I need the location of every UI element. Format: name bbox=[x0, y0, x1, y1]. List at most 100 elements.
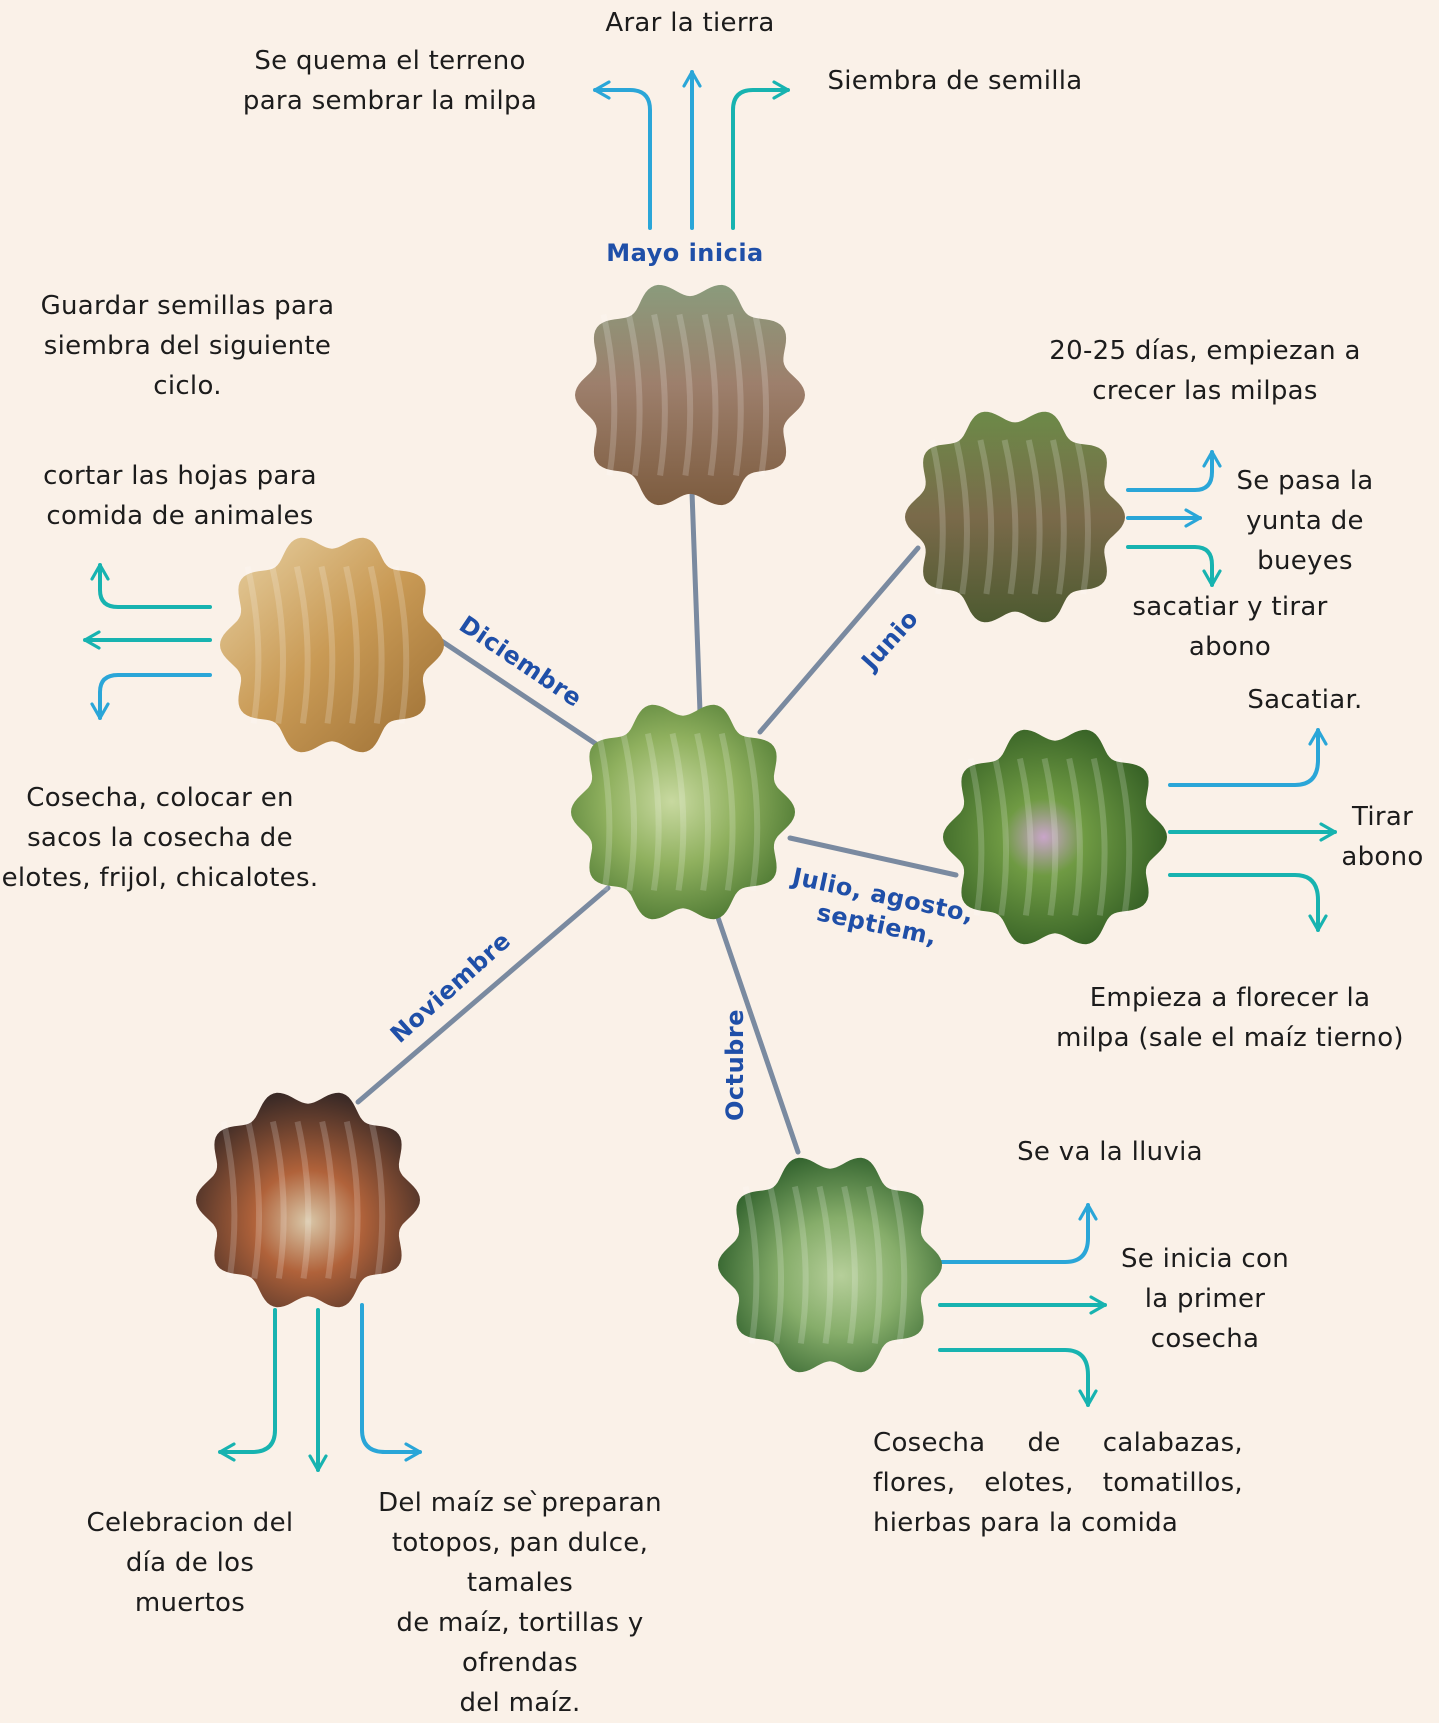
photo-junio bbox=[905, 411, 1125, 623]
text-julio-bottom: Empieza a florecer la milpa (sale el maí… bbox=[1056, 983, 1404, 1053]
month-label-mayo: Mayo inicia bbox=[606, 239, 764, 267]
arrow-junio-up bbox=[1126, 450, 1222, 492]
corn-field-photo bbox=[571, 704, 795, 920]
photo-texture bbox=[865, 1185, 883, 1344]
photo-texture bbox=[392, 565, 410, 724]
dried-corn-photo bbox=[220, 537, 444, 753]
photo-texture bbox=[752, 313, 770, 476]
arrow-octubre-down bbox=[938, 1348, 1098, 1407]
photo-texture bbox=[743, 732, 761, 891]
connector-octubre bbox=[709, 897, 801, 1155]
photo-texture bbox=[841, 1185, 858, 1344]
photo-texture bbox=[992, 757, 1010, 916]
text-mayo-left: Se quema el terreno para sembrar la milp… bbox=[242, 46, 538, 116]
photo-texture bbox=[595, 732, 613, 891]
oxen-plow-photo bbox=[905, 411, 1125, 623]
photo-texture bbox=[319, 1120, 336, 1279]
text-octubre-bottom: Cosecha de calabazas, flores, elotes, to… bbox=[873, 1428, 1243, 1538]
text-mayo-right: Siembra de semilla bbox=[827, 66, 1083, 96]
photo-texture bbox=[816, 1185, 834, 1344]
photo-texture bbox=[318, 565, 336, 724]
text-julio-right: Tirar abono bbox=[1341, 802, 1424, 872]
text-junio-top: 20-25 días, empiezan a crecer las milpas bbox=[1049, 336, 1361, 406]
photo-octubre bbox=[718, 1157, 942, 1373]
arrow-noviembre-left bbox=[218, 1308, 277, 1462]
photo-center bbox=[571, 704, 795, 920]
photo-texture bbox=[669, 732, 687, 891]
arrow-diciembre-down bbox=[90, 673, 212, 720]
photo-texture bbox=[953, 439, 970, 595]
photo-texture bbox=[343, 565, 360, 724]
connector-julio bbox=[787, 835, 959, 878]
photo-mayo bbox=[575, 284, 805, 506]
connector-mayo bbox=[689, 489, 703, 715]
connector-junio bbox=[757, 545, 921, 735]
photo-texture bbox=[293, 565, 311, 724]
photo-texture bbox=[791, 1185, 809, 1344]
photo-texture bbox=[701, 313, 719, 476]
milpa-cycle-diagram bbox=[83, 70, 1337, 1472]
photo-texture bbox=[1041, 757, 1059, 916]
text-mayo-top: Arar la tierra bbox=[605, 8, 775, 38]
connector-diciembre bbox=[437, 637, 608, 753]
photo-diciembre bbox=[220, 537, 444, 753]
photo-texture bbox=[718, 732, 736, 891]
month-label-octubre: Octubre bbox=[721, 1009, 749, 1121]
photo-texture bbox=[676, 313, 694, 476]
photo-texture bbox=[620, 732, 638, 891]
arrow-mayo-right bbox=[731, 80, 790, 230]
photo-texture bbox=[368, 1120, 386, 1279]
photo-texture bbox=[1074, 439, 1091, 595]
text-octubre-right: Se inicia con la primer cosecha bbox=[1121, 1244, 1289, 1354]
photo-texture bbox=[1050, 439, 1067, 595]
photo-texture bbox=[220, 1120, 238, 1279]
text-diciembre-top1: Guardar semillas para siembra del siguie… bbox=[40, 291, 335, 401]
photo-texture bbox=[694, 732, 711, 891]
photo-texture bbox=[967, 757, 985, 916]
photo-texture bbox=[625, 313, 643, 476]
arrow-diciembre-up bbox=[90, 563, 212, 609]
arrow-mayo-left bbox=[593, 80, 652, 230]
arrow-julio-down bbox=[1168, 873, 1328, 932]
photo-texture bbox=[651, 313, 668, 476]
photo-texture bbox=[343, 1120, 361, 1279]
photo-texture bbox=[1066, 757, 1083, 916]
arrow-noviembre-right bbox=[360, 1303, 422, 1462]
text-diciembre-top2: cortar las hojas para comida de animales bbox=[43, 461, 317, 531]
photo-texture bbox=[644, 732, 662, 891]
arrows bbox=[83, 70, 1337, 1472]
farmers-harvest-photo bbox=[575, 284, 805, 506]
arrow-julio-up bbox=[1168, 728, 1328, 787]
photo-texture bbox=[269, 1120, 287, 1279]
photo-texture bbox=[244, 565, 262, 724]
text-julio-top: Sacatiar. bbox=[1247, 685, 1363, 715]
photo-texture bbox=[367, 565, 385, 724]
photo-texture bbox=[767, 1185, 785, 1344]
text-octubre-top: Se va la lluvia bbox=[1017, 1137, 1203, 1167]
connectors bbox=[355, 489, 959, 1155]
text-diciembre-bottom: Cosecha, colocar en sacos la cosecha de … bbox=[1, 783, 319, 893]
photo-julio bbox=[943, 729, 1167, 945]
photo-texture bbox=[1025, 439, 1043, 595]
photo-texture bbox=[890, 1185, 908, 1344]
photo-texture bbox=[269, 565, 287, 724]
arrow-junio-down bbox=[1126, 545, 1222, 587]
child-in-milpa-photo bbox=[943, 729, 1167, 945]
photo-texture bbox=[742, 1185, 760, 1344]
text-junio-right: Se pasa la yunta de bueyes bbox=[1236, 466, 1374, 576]
photo-texture bbox=[245, 1120, 263, 1279]
photo-texture bbox=[1115, 757, 1133, 916]
photo-texture bbox=[929, 439, 946, 595]
connector-noviembre bbox=[355, 885, 611, 1105]
arrow-octubre-up bbox=[938, 1203, 1098, 1264]
text-junio-bottom: sacatiar y tirar abono bbox=[1132, 592, 1328, 662]
photo-texture bbox=[600, 313, 618, 476]
photo-texture bbox=[727, 313, 744, 476]
photo-texture bbox=[977, 439, 995, 595]
photo-texture bbox=[294, 1120, 312, 1279]
chayote-photo bbox=[718, 1157, 942, 1373]
photo-texture bbox=[1016, 757, 1034, 916]
text-noviembre-left: Celebracion del día de los muertos bbox=[86, 1508, 294, 1618]
photo-texture bbox=[1090, 757, 1108, 916]
photo-texture bbox=[1001, 439, 1019, 595]
